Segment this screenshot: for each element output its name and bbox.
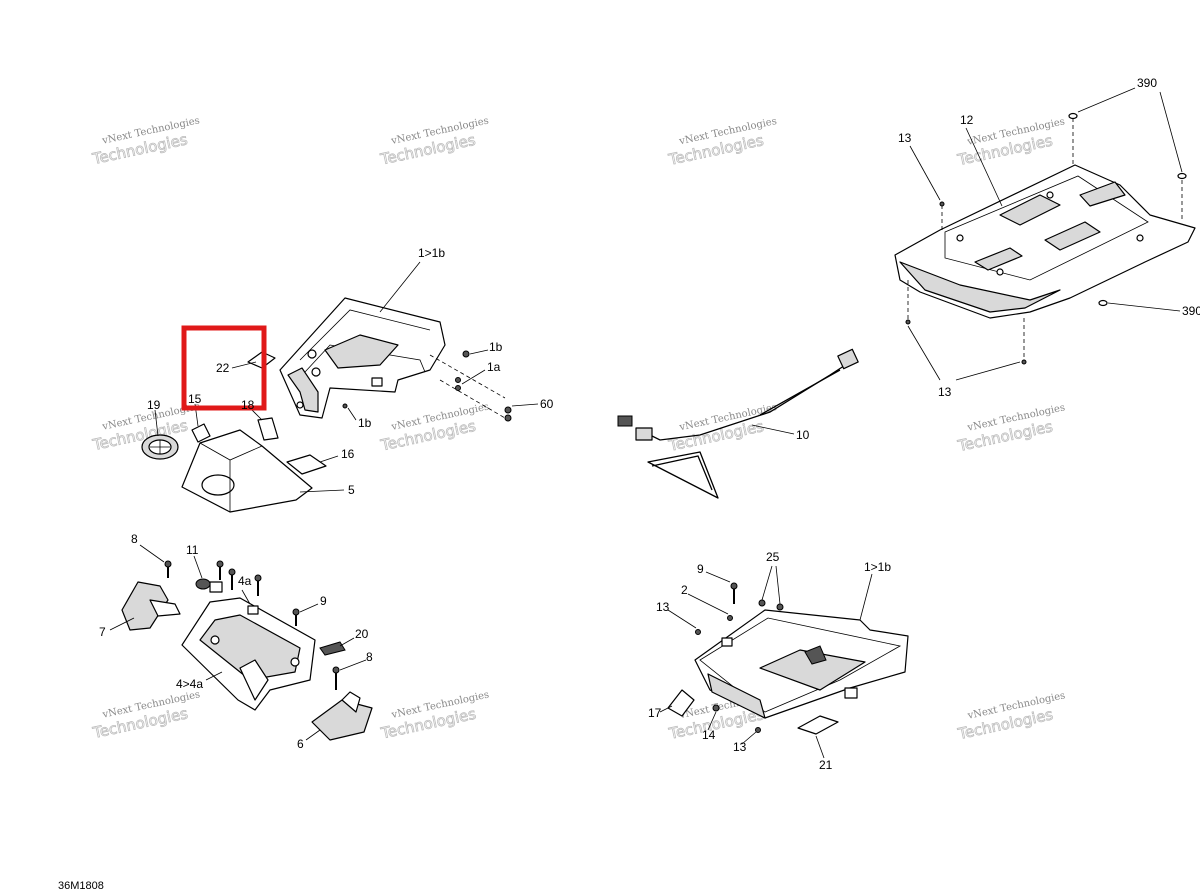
bracket-assembly-upper-left [141,261,539,513]
callout-label: 13 [733,740,747,754]
callout-label: 10 [796,428,810,442]
callout-label: 9 [697,562,704,576]
callout-label: 1a [487,360,501,374]
callout-labels: 1>1b 1b 1a 60 1b 22 15 18 19 16 5 390 12… [99,76,1200,772]
callout-label: 13 [898,131,912,145]
callout-label: 8 [366,650,373,664]
pad-21 [797,715,839,735]
piece-15 [191,423,211,443]
callout-label: 5 [348,483,355,497]
piece-17 [667,689,695,717]
callout-label: 13 [938,385,952,399]
callout-label: 9 [320,594,327,608]
callout-label: 16 [341,447,355,461]
callout-label: 15 [188,392,202,406]
callout-label: 4a [238,574,252,588]
callout-label: 25 [766,550,780,564]
callout-label: 1b [358,416,372,430]
callout-label: 390 [1182,304,1200,318]
callout-label: 390 [1137,76,1157,90]
callout-label: 12 [960,113,974,127]
callout-label: 17 [648,706,662,720]
pad-16 [286,454,327,475]
callout-label: 4>4a [176,677,203,691]
skid-plate-assembly [894,87,1196,381]
grommet-11 [195,578,211,590]
callout-label: 21 [819,758,833,772]
callout-label: 60 [540,397,554,411]
callout-label: 13 [656,600,670,614]
callout-label: 1>1b [864,560,891,574]
pad-20 [319,641,346,656]
callout-label: 7 [99,625,106,639]
callout-label: 6 [297,737,304,751]
pad-18 [257,417,279,441]
wire-harness-assembly [617,348,859,499]
figure-code: 36M1808 [58,880,104,892]
callout-label: 20 [355,627,369,641]
callout-label: 11 [186,543,199,557]
callout-label: 1b [489,340,503,354]
callout-label: 19 [147,398,161,412]
tray-assembly-lower-right [659,565,909,759]
callout-label: 18 [241,398,255,412]
housing-assembly-lower-left [109,544,373,741]
callout-label: 22 [216,361,230,375]
callout-label: 2 [681,583,688,597]
highlight-box [181,325,267,411]
harness-10 [639,361,851,441]
cover-5 [181,429,313,513]
callout-label: 1>1b [418,246,445,260]
callout-label: 8 [131,532,138,546]
bracket-6 [311,699,373,741]
callout-label: 14 [702,728,716,742]
